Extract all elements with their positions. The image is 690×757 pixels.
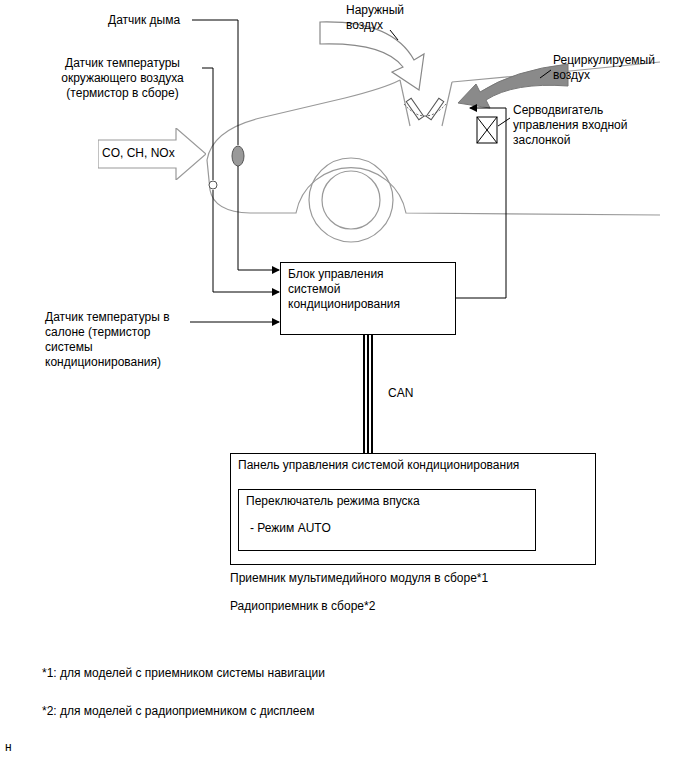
bus-label: CAN bbox=[388, 386, 413, 401]
box-heading: Панель управления системой кондициониров… bbox=[238, 458, 588, 473]
control-box: Блок управления системой кондиционирован… bbox=[280, 262, 456, 335]
recirc-air-arrow bbox=[458, 64, 568, 108]
control-box: Панель управления системой кондициониров… bbox=[230, 453, 596, 565]
bus-wire bbox=[367, 335, 369, 453]
leader-lines bbox=[190, 20, 551, 322]
label-text: *2: для моделей с радиоприемником с дисп… bbox=[42, 704, 314, 719]
gas-arrow: CO, CH, NOx bbox=[98, 128, 211, 180]
label-text: Радиоприемник в сборе*2 bbox=[230, 599, 375, 614]
smoke-sensor bbox=[232, 146, 244, 166]
label-text: Рециркулируемый воздух bbox=[553, 53, 673, 83]
bus-wire bbox=[363, 335, 365, 453]
label-text: Датчик температуры в салоне (термистор с… bbox=[45, 310, 195, 370]
label-text: Датчик температуры окружающего воздуха (… bbox=[40, 56, 205, 101]
servo-motor bbox=[477, 117, 497, 143]
box-heading: Переключатель режима впуска bbox=[246, 494, 528, 509]
label-text: Приемник мультимедийного модуля в сборе*… bbox=[230, 571, 488, 586]
box-body: - Режим AUTO bbox=[250, 521, 528, 536]
outside-air-arrow bbox=[320, 22, 424, 90]
control-box: Переключатель режима впуска - Режим AUTO bbox=[238, 489, 536, 551]
label-text: Наружный воздух bbox=[346, 3, 426, 33]
can-bus bbox=[364, 335, 372, 453]
label-text: Серводвигатель управления входной заслон… bbox=[513, 103, 653, 148]
label-text: *1: для моделей с приемником системы нав… bbox=[42, 666, 325, 681]
arrow-shape bbox=[98, 128, 206, 180]
label-text: н bbox=[5, 740, 12, 755]
box-heading: Блок управления системой кондиционирован… bbox=[288, 267, 413, 312]
car-body bbox=[207, 62, 660, 242]
box-heading: CO, CH, NOx bbox=[102, 146, 175, 161]
bus-wire bbox=[371, 335, 373, 453]
ambient-sensor bbox=[209, 181, 217, 189]
label-text: Датчик дыма bbox=[108, 13, 180, 28]
